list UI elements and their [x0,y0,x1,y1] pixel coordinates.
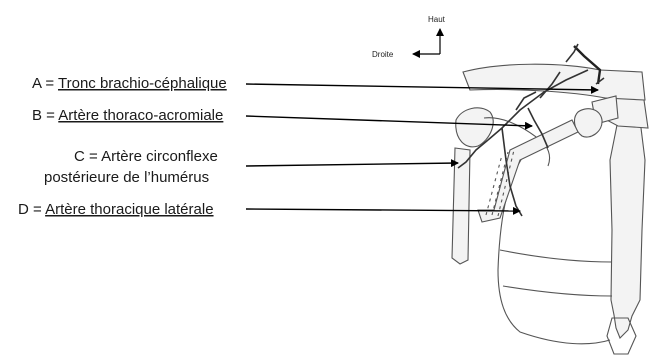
label-d: D = Artère thoracique latérale [18,201,520,218]
label-b-text: Artère thoraco-acromiale [58,107,223,124]
compass-up-label: Haut [428,15,446,24]
label-b-prefix: B = [32,107,58,124]
label-c-line1: C = Artère circonflexe [74,148,218,165]
compass-right-label: Droite [372,50,394,59]
label-d-text: Artère thoracique latérale [45,201,213,218]
svg-text:B = Artère thoraco-acromiale: B = Artère thoraco-acromiale [32,107,223,124]
vessel-branch-4 [566,44,578,62]
label-a-prefix: A = [32,75,58,92]
rib-line-2 [503,286,612,296]
svg-text:D = Artère thoracique latérale: D = Artère thoracique latérale [18,201,214,218]
sternum-shape [610,120,645,338]
label-b: B = Artère thoraco-acromiale [32,107,532,126]
rib-line-1 [500,250,612,262]
label-d-leader-line [246,209,520,211]
label-c-leader-line [246,163,458,166]
label-d-prefix: D = [18,201,45,218]
orientation-compass: Haut Droite [372,15,446,59]
sternoclavicular-shape [575,109,603,137]
anatomy-sketch [452,44,648,354]
svg-text:A = Tronc brachio-céphalique: A = Tronc brachio-céphalique [32,75,227,92]
label-c: C = Artère circonflexe postérieure de l’… [44,148,458,186]
label-c-line2: postérieure de l’humérus [44,169,209,186]
label-a-text: Tronc brachio-céphalique [58,75,227,92]
